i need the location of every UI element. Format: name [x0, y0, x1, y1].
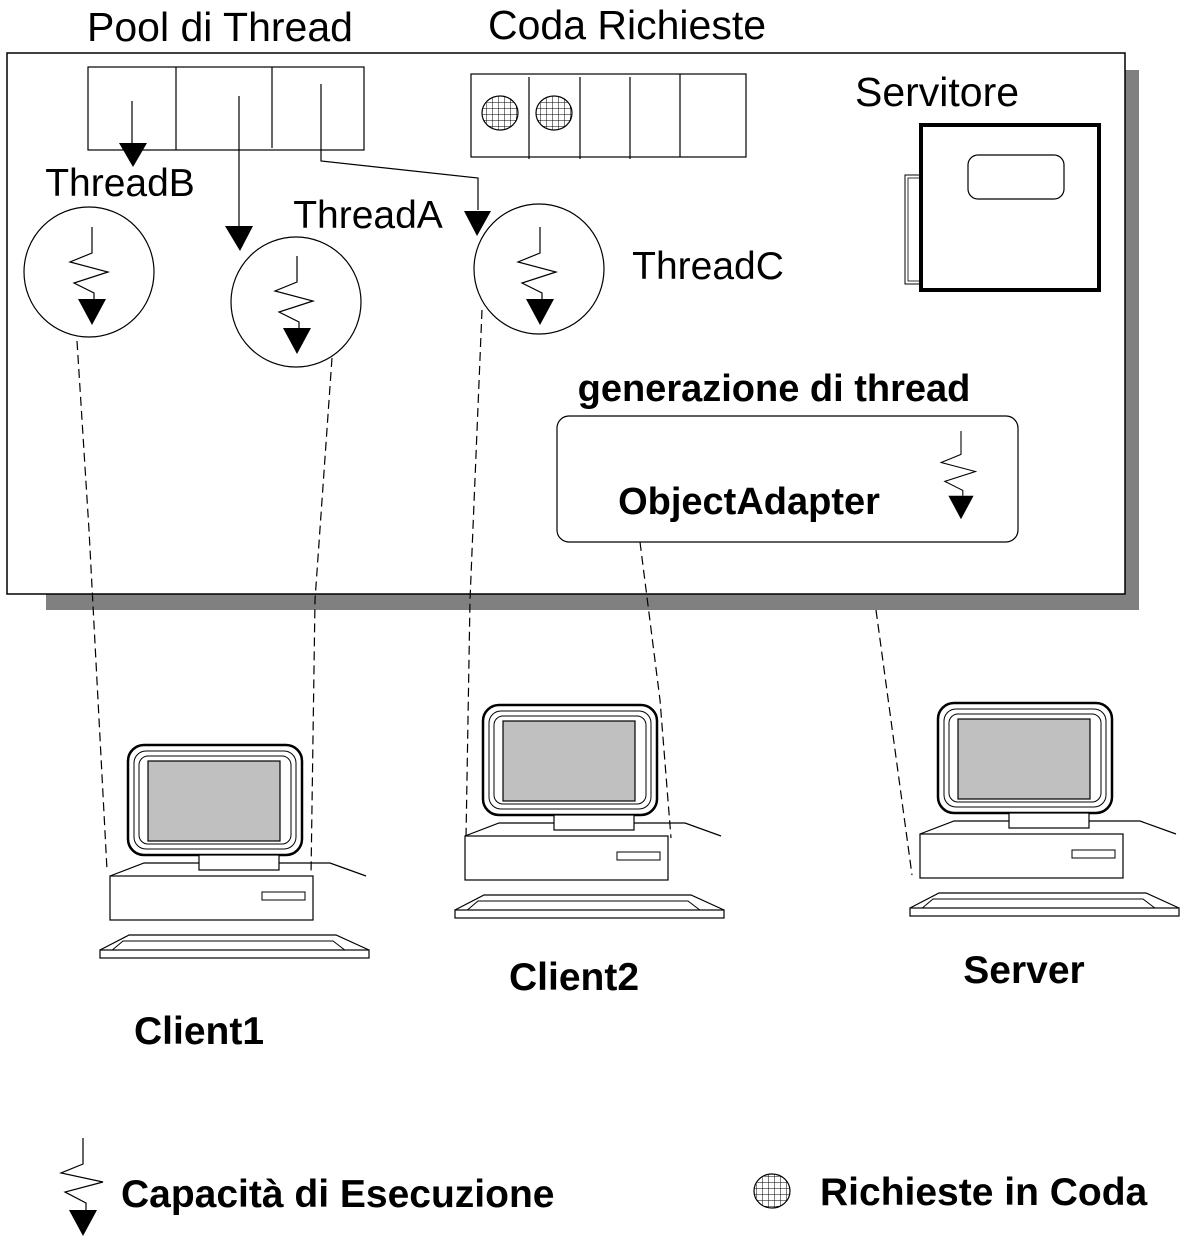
threadC — [473, 203, 605, 335]
legend: Capacità di Esecuzione Richieste in Coda — [58, 1138, 1148, 1236]
client1-computer[interactable] — [98, 743, 371, 960]
thread-generation-label: generazione di thread — [578, 368, 971, 410]
servant-icon — [904, 123, 1101, 292]
adapter-client2-link — [639, 541, 672, 839]
queued-request-icon — [535, 95, 573, 131]
threadA — [230, 236, 362, 368]
server-computer[interactable] — [908, 701, 1181, 918]
queued-request-icon — [753, 1173, 791, 1209]
object-adapter-label: ObjectAdapter — [618, 481, 880, 523]
pool-to-threadC-arrow — [320, 84, 491, 236]
threadC-client2-link — [465, 309, 483, 839]
execution-capacity-icon — [939, 431, 978, 520]
pool-to-threadB-arrow — [119, 101, 147, 167]
servant-label: Servitore — [855, 69, 1019, 115]
legend-execution-capacity-label: Capacità di Esecuzione — [121, 1173, 554, 1216]
pool-title: Pool di Thread — [87, 4, 353, 50]
queue-title: Coda Richieste — [488, 2, 766, 48]
object-adapter: ObjectAdapter — [556, 415, 1019, 543]
threadB-client1-link — [76, 340, 108, 871]
request-queue — [470, 73, 747, 159]
threadA-label: ThreadA — [293, 194, 443, 237]
threadA-client1-link — [310, 357, 333, 876]
thread-pool — [87, 66, 365, 151]
execution-capacity-icon — [58, 1138, 104, 1236]
client1-label: Client1 — [134, 1010, 264, 1053]
threadB — [23, 206, 155, 338]
legend-queued-requests-label: Richieste in Coda — [820, 1171, 1148, 1214]
container-server-link — [875, 609, 913, 876]
threadB-label: ThreadB — [45, 162, 195, 205]
client2-label: Client2 — [509, 956, 639, 999]
server-label: Server — [963, 949, 1084, 992]
client2-computer[interactable] — [453, 703, 726, 920]
queued-request-icon — [481, 95, 519, 131]
threadC-label: ThreadC — [632, 245, 784, 288]
pool-to-threadA-arrow — [225, 96, 253, 251]
